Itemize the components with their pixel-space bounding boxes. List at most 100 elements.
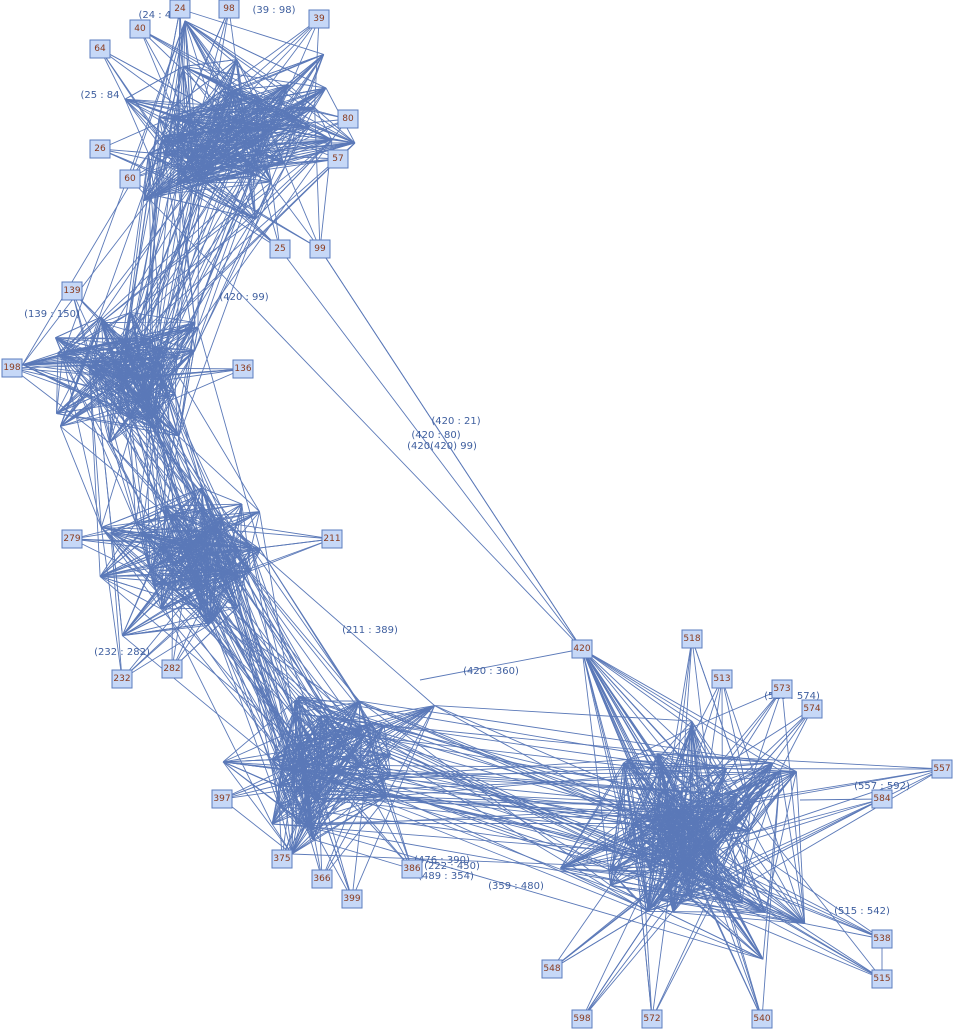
graph-node-211[interactable]: 211 bbox=[321, 529, 343, 549]
graph-node-573[interactable]: 573 bbox=[771, 679, 793, 699]
graph-node-548[interactable]: 548 bbox=[541, 959, 563, 979]
node-box[interactable] bbox=[751, 1009, 773, 1029]
graph-node-26[interactable]: 26 bbox=[89, 139, 111, 159]
graph-edge bbox=[648, 688, 783, 869]
node-box[interactable] bbox=[871, 789, 893, 809]
node-box[interactable] bbox=[681, 629, 703, 649]
node-box[interactable] bbox=[541, 959, 563, 979]
graph-edge bbox=[291, 823, 298, 855]
node-box[interactable] bbox=[327, 149, 349, 169]
graph-node-198[interactable]: 198 bbox=[1, 358, 23, 378]
graph-edge bbox=[672, 868, 680, 913]
node-box[interactable] bbox=[401, 859, 423, 879]
node-box[interactable] bbox=[308, 9, 330, 29]
node-box[interactable] bbox=[571, 1009, 593, 1029]
graph-node-64[interactable]: 64 bbox=[89, 39, 111, 59]
node-box[interactable] bbox=[641, 1009, 663, 1029]
node-box[interactable] bbox=[271, 849, 293, 869]
graph-edge bbox=[197, 164, 200, 327]
graph-edge bbox=[280, 700, 360, 769]
graph-node-232[interactable]: 232 bbox=[111, 669, 133, 689]
graph-edge bbox=[223, 761, 293, 772]
node-box[interactable] bbox=[218, 0, 240, 19]
graph-node-598[interactable]: 598 bbox=[571, 1009, 593, 1029]
graph-node-572[interactable]: 572 bbox=[641, 1009, 663, 1029]
graph-node-420[interactable]: 420 bbox=[571, 639, 593, 659]
node-box[interactable] bbox=[571, 639, 593, 659]
graph-node-540[interactable]: 540 bbox=[751, 1009, 773, 1029]
graph-node-397[interactable]: 397 bbox=[211, 789, 233, 809]
graph-node-279[interactable]: 279 bbox=[61, 529, 83, 549]
node-box[interactable] bbox=[89, 139, 111, 159]
graph-node-518[interactable]: 518 bbox=[681, 629, 703, 649]
graph-edge bbox=[89, 367, 211, 551]
node-box[interactable] bbox=[711, 669, 733, 689]
graph-node-24[interactable]: 24 bbox=[169, 0, 191, 19]
graph-edge bbox=[351, 705, 436, 900]
graph-edge bbox=[22, 153, 149, 365]
node-box[interactable] bbox=[61, 281, 83, 301]
graph-edge bbox=[160, 506, 166, 610]
node-box[interactable] bbox=[232, 359, 254, 379]
node-box[interactable] bbox=[309, 239, 331, 259]
graph-node-98[interactable]: 98 bbox=[218, 0, 240, 19]
graph-edge bbox=[672, 911, 805, 925]
graph-edge bbox=[22, 364, 126, 367]
graph-node-282[interactable]: 282 bbox=[161, 659, 183, 679]
graph-node-538[interactable]: 538 bbox=[871, 929, 893, 949]
graph-node-40[interactable]: 40 bbox=[129, 19, 151, 39]
graph-edge bbox=[219, 118, 349, 133]
graph-edge bbox=[296, 54, 325, 117]
node-box[interactable] bbox=[89, 39, 111, 59]
graph-edge bbox=[270, 181, 281, 250]
node-box[interactable] bbox=[337, 109, 359, 129]
graph-node-557[interactable]: 557 bbox=[931, 759, 953, 779]
graph-node-39[interactable]: 39 bbox=[308, 9, 330, 29]
graph-edge bbox=[135, 363, 162, 523]
graph-edge bbox=[124, 200, 145, 347]
node-box[interactable] bbox=[801, 699, 823, 719]
graph-node-386[interactable]: 386 bbox=[401, 859, 423, 879]
graph-node-366[interactable]: 366 bbox=[311, 869, 333, 889]
graph-node-515[interactable]: 515 bbox=[871, 969, 893, 989]
graph-node-513[interactable]: 513 bbox=[711, 669, 733, 689]
graph-node-574[interactable]: 574 bbox=[801, 699, 823, 719]
graph-edge bbox=[581, 648, 637, 853]
node-box[interactable] bbox=[161, 659, 183, 679]
graph-edge bbox=[129, 368, 244, 419]
node-box[interactable] bbox=[119, 169, 141, 189]
graph-edge bbox=[146, 406, 209, 555]
node-box[interactable] bbox=[771, 679, 793, 699]
graph-edge bbox=[146, 406, 260, 512]
graph-node-99[interactable]: 99 bbox=[309, 239, 331, 259]
graph-node-139[interactable]: 139 bbox=[61, 281, 83, 301]
graph-edge bbox=[581, 648, 695, 876]
node-box[interactable] bbox=[311, 869, 333, 889]
graph-edge bbox=[172, 514, 280, 807]
graph-node-584[interactable]: 584 bbox=[871, 789, 893, 809]
graph-edge bbox=[130, 312, 223, 517]
graph-node-136[interactable]: 136 bbox=[232, 359, 254, 379]
node-box[interactable] bbox=[111, 669, 133, 689]
graph-node-399[interactable]: 399 bbox=[341, 889, 363, 909]
node-box[interactable] bbox=[129, 19, 151, 39]
node-box[interactable] bbox=[211, 789, 233, 809]
node-label: 211 bbox=[323, 534, 340, 544]
node-box[interactable] bbox=[1, 358, 23, 378]
graph-edge bbox=[139, 28, 205, 183]
node-box[interactable] bbox=[871, 929, 893, 949]
graph-node-375[interactable]: 375 bbox=[271, 849, 293, 869]
graph-edge bbox=[171, 543, 193, 670]
node-box[interactable] bbox=[61, 529, 83, 549]
graph-node-80[interactable]: 80 bbox=[337, 109, 359, 129]
node-box[interactable] bbox=[341, 889, 363, 909]
graph-node-25[interactable]: 25 bbox=[269, 239, 291, 259]
node-box[interactable] bbox=[321, 529, 343, 549]
graph-node-57[interactable]: 57 bbox=[327, 149, 349, 169]
node-box[interactable] bbox=[871, 969, 893, 989]
graph-node-60[interactable]: 60 bbox=[119, 169, 141, 189]
node-box[interactable] bbox=[269, 239, 291, 259]
node-box[interactable] bbox=[931, 759, 953, 779]
node-box[interactable] bbox=[169, 0, 191, 19]
